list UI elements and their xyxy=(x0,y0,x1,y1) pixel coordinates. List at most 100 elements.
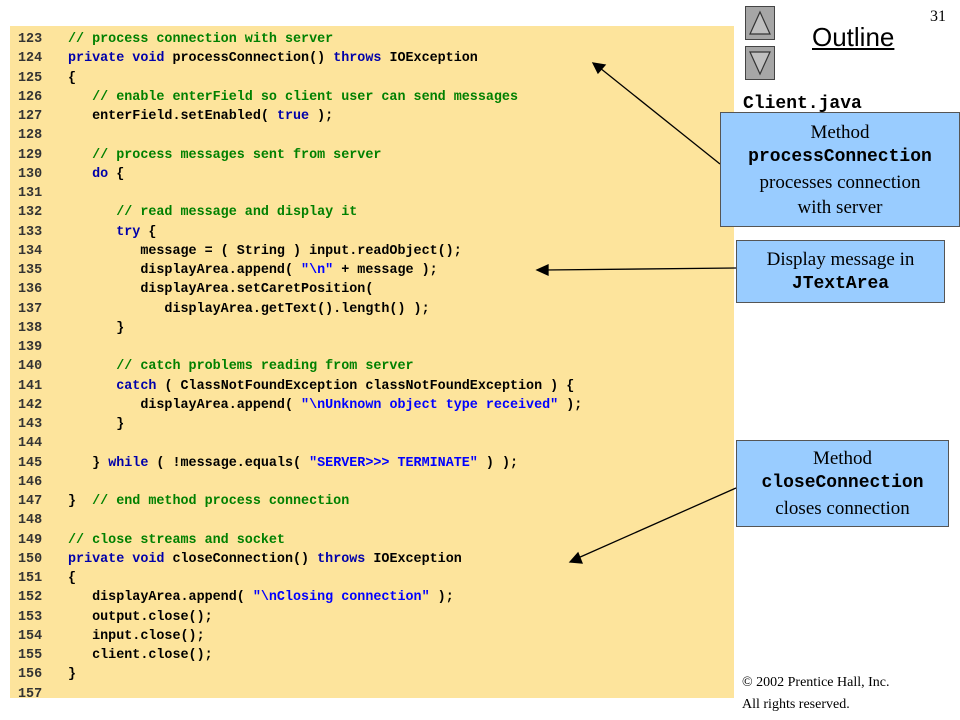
code-token: while xyxy=(108,455,149,471)
code-text: } xyxy=(68,665,76,684)
code-text: { xyxy=(68,69,76,88)
line-number: 145 xyxy=(18,455,43,471)
code-token: "\nUnknown object type received" xyxy=(301,397,559,413)
triangle-up-icon xyxy=(749,10,771,35)
line-number: 137 xyxy=(18,301,43,317)
line-number: 152 xyxy=(18,590,43,606)
line-number: 133 xyxy=(18,224,43,240)
code-token: input.close(); xyxy=(68,628,205,644)
callout-display-message: Display message in JTextArea xyxy=(736,240,945,303)
callout-text: Method xyxy=(810,121,870,143)
code-text: { xyxy=(68,569,76,588)
code-line: 157 xyxy=(10,685,734,704)
code-token: catch xyxy=(68,378,157,394)
line-number: 150 xyxy=(18,551,43,567)
code-text: private void processConnection() throws … xyxy=(68,49,478,68)
line-number: 131 xyxy=(18,186,43,201)
code-token: client.close(); xyxy=(68,648,213,663)
code-text: // read message and display it xyxy=(68,203,357,222)
arrow-head-process-connection xyxy=(591,62,607,75)
code-token: ) ); xyxy=(477,455,519,471)
code-token: { xyxy=(140,224,157,240)
line-number: 127 xyxy=(18,109,43,124)
callout-close-connection: Method closeConnection closes connection xyxy=(736,440,949,527)
code-text: displayArea.append( "\n" + message ); xyxy=(68,261,438,280)
code-text: input.close(); xyxy=(68,627,205,646)
line-number: 128 xyxy=(18,128,43,144)
code-text: } xyxy=(68,319,124,338)
code-token: // read message and display it xyxy=(68,205,358,221)
line-number: 157 xyxy=(18,686,43,702)
copyright-notice: © 2002 Prentice Hall, Inc. All rights re… xyxy=(742,672,890,716)
code-line: 151 { xyxy=(10,569,734,588)
code-line: 154 input.close(); xyxy=(10,627,734,646)
code-token: displayArea.getText().length() ); xyxy=(68,301,430,317)
code-text: displayArea.append( "\nUnknown object ty… xyxy=(68,396,582,415)
code-line: 138 } xyxy=(10,319,734,338)
code-text: try { xyxy=(68,223,156,242)
line-number: 136 xyxy=(18,282,43,298)
line-number: 151 xyxy=(18,571,43,586)
code-text: do { xyxy=(68,165,124,184)
code-line: 140 // catch problems reading from serve… xyxy=(10,357,734,376)
arrow-display-message xyxy=(544,267,737,271)
triangle-down-icon xyxy=(749,51,771,76)
code-token: // close streams and socket xyxy=(68,532,285,548)
line-number: 126 xyxy=(18,89,43,105)
code-token: displayArea.setCaretPosition( xyxy=(68,282,374,298)
code-line: 133 try { xyxy=(10,223,734,242)
code-token: + message ); xyxy=(333,263,438,278)
code-token: ); xyxy=(558,397,583,413)
code-line: 132 // read message and display it xyxy=(10,203,734,222)
line-number: 135 xyxy=(18,263,43,278)
code-line: 143 } xyxy=(10,415,734,434)
code-text: // close streams and socket xyxy=(68,531,285,550)
slide-number: 31 xyxy=(930,8,946,25)
code-token: ); xyxy=(309,109,334,124)
arrow-process-connection xyxy=(599,67,721,165)
line-number: 129 xyxy=(18,147,43,163)
code-token: ); xyxy=(429,590,454,606)
code-line: 142 displayArea.append( "\nUnknown objec… xyxy=(10,396,734,415)
code-text: client.close(); xyxy=(68,646,213,665)
code-token: enterField.setEnabled( xyxy=(68,109,277,124)
code-token: // process messages sent from server xyxy=(68,147,382,163)
line-number: 134 xyxy=(18,243,43,259)
code-token: throws xyxy=(317,551,374,567)
code-line: 153 output.close(); xyxy=(10,608,734,627)
code-token: } xyxy=(68,417,125,432)
line-number: 153 xyxy=(18,609,43,625)
code-line: 141 catch ( ClassNotFoundException class… xyxy=(10,377,734,396)
code-text: } while ( !message.equals( "SERVER>>> TE… xyxy=(68,454,518,473)
previous-slide-button[interactable] xyxy=(745,6,775,40)
line-number: 140 xyxy=(18,359,43,375)
callout-text: processes connection xyxy=(759,171,921,193)
file-name: Client.java xyxy=(743,94,862,114)
line-number: 146 xyxy=(18,474,43,490)
code-token: } xyxy=(68,494,93,509)
code-line: 137 displayArea.getText().length() ); xyxy=(10,300,734,319)
code-text: displayArea.setCaretPosition( xyxy=(68,280,373,299)
code-line: 125 { xyxy=(10,69,734,88)
arrow-head-display-message xyxy=(535,263,549,277)
line-number: 139 xyxy=(18,340,43,355)
callout-code: processConnection xyxy=(748,146,932,167)
callout-process-connection: Method processConnection processes conne… xyxy=(720,112,960,227)
code-token: message = ( String ) input.readObject(); xyxy=(68,243,462,259)
next-slide-button[interactable] xyxy=(745,46,775,80)
code-line: 156} xyxy=(10,665,734,684)
callout-code: JTextArea xyxy=(791,273,890,294)
code-text: // enable enterField so client user can … xyxy=(68,88,518,107)
outline-title[interactable]: Outline xyxy=(812,22,895,52)
arrow-close-connection xyxy=(577,487,737,559)
line-number: 138 xyxy=(18,320,43,336)
code-text: output.close(); xyxy=(68,608,213,627)
code-line: 126 // enable enterField so client user … xyxy=(10,88,734,107)
code-line: 127 enterField.setEnabled( true ); xyxy=(10,107,734,126)
arrow-head-close-connection xyxy=(568,551,583,564)
code-token: // catch problems reading from server xyxy=(68,359,414,375)
line-number: 125 xyxy=(18,70,43,86)
